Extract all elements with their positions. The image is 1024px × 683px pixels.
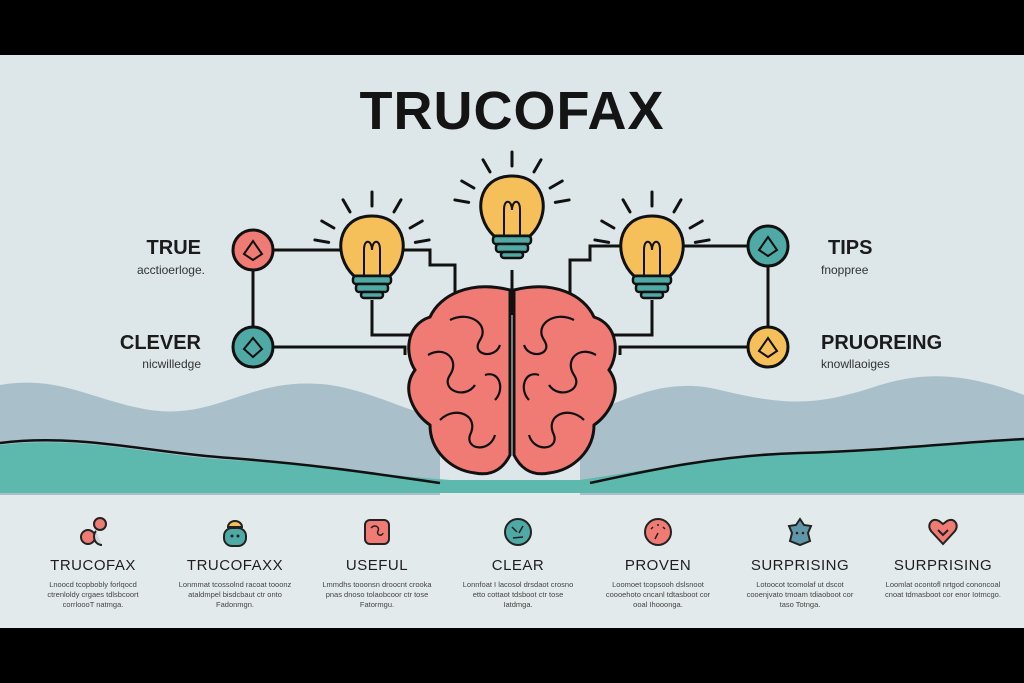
label-true: TRUE: [146, 237, 201, 259]
gauge-icon: [588, 515, 728, 549]
label-pruoreing-sub: knowllaoiges: [821, 357, 890, 371]
feature-band: [0, 493, 1024, 628]
label-clever: CLEVER: [119, 332, 201, 354]
feature-title: SURPRISING: [893, 557, 993, 574]
label-clever-sub: nicwilledge: [142, 357, 201, 371]
label-tips: TIPS: [828, 237, 873, 259]
feature-card: TRUCOFAX Lnoocd tcopbobly forlqocd ctren…: [23, 515, 163, 610]
feature-body: Loomlat ocontofl nrtgod cononcoal cnoat …: [885, 580, 1001, 599]
heart-icon: [873, 515, 1013, 549]
feature-body: Lonmmat tcossolnd racoat tooonz ataldmpe…: [178, 580, 292, 609]
robot-face-icon: [165, 515, 305, 549]
brain-icon: [407, 285, 617, 476]
label-pruoreing: PRUOREING: [821, 332, 943, 354]
lightbulb-icon: [453, 150, 571, 260]
feature-title: PROVEN: [624, 557, 692, 574]
feature-body: Lotoocot tcomolaf ut dscot cooenjvato tm…: [746, 580, 854, 609]
node-tips-icon: [746, 224, 790, 268]
feature-title: USEFUL: [345, 557, 409, 574]
infographic-canvas: TRUCOFAX TRUE acctioerloge. CLEVER nicwi…: [0, 55, 1024, 628]
feature-title: CLEAR: [491, 557, 545, 574]
node-true-icon: [231, 228, 275, 272]
feature-title: SURPRISING: [750, 557, 850, 574]
feature-card: SURPRISING Loomlat ocontofl nrtgod conon…: [873, 515, 1013, 600]
people-icon: [23, 515, 163, 549]
label-true-sub: acctioerloge.: [136, 263, 205, 277]
feature-card: PROVEN Loomoet tcopsooh dslsnoot coooeho…: [588, 515, 728, 610]
feature-body: Loomoet tcopsooh dslsnoot coooehoto cnca…: [605, 580, 711, 609]
brain-circle-icon: [448, 515, 588, 549]
node-clever-icon: [231, 325, 275, 369]
wave-line-left: [0, 438, 441, 485]
wave-teal: [0, 440, 1024, 493]
feature-body: Lmmdhs tooonsn droocnt crooka pnas dnoso…: [322, 580, 432, 609]
feature-card: SURPRISING Lotoocot tcomolaf ut dscot co…: [730, 515, 870, 610]
feature-card: CLEAR Lonnfoat I lacosol drsdaot crosno …: [448, 515, 588, 610]
feature-title: TRUCOFAX: [50, 557, 136, 574]
page-title: TRUCOFAX: [359, 81, 665, 141]
feature-card: USEFUL Lmmdhs tooonsn droocnt crooka pna…: [307, 515, 447, 610]
puzzle-box-icon: [307, 515, 447, 549]
node-pruoreing-icon: [746, 325, 790, 369]
feature-body: Lnoocd tcopbobly forlqocd ctrenloldy crg…: [47, 580, 139, 609]
diagram-illustration: [0, 150, 1024, 495]
lightbulb-icon: [313, 190, 431, 300]
feature-body: Lonnfoat I lacosol drsdaot crosno etto c…: [462, 580, 574, 609]
feature-card: TRUCOFAXX Lonmmat tcossolnd racoat tooon…: [165, 515, 305, 610]
feature-title: TRUCOFAXX: [186, 557, 284, 574]
sparkle-face-icon: [730, 515, 870, 549]
label-tips-sub: fnoppree: [821, 263, 869, 277]
lightbulb-icon: [593, 190, 711, 300]
wave-line-right: [589, 437, 1024, 485]
